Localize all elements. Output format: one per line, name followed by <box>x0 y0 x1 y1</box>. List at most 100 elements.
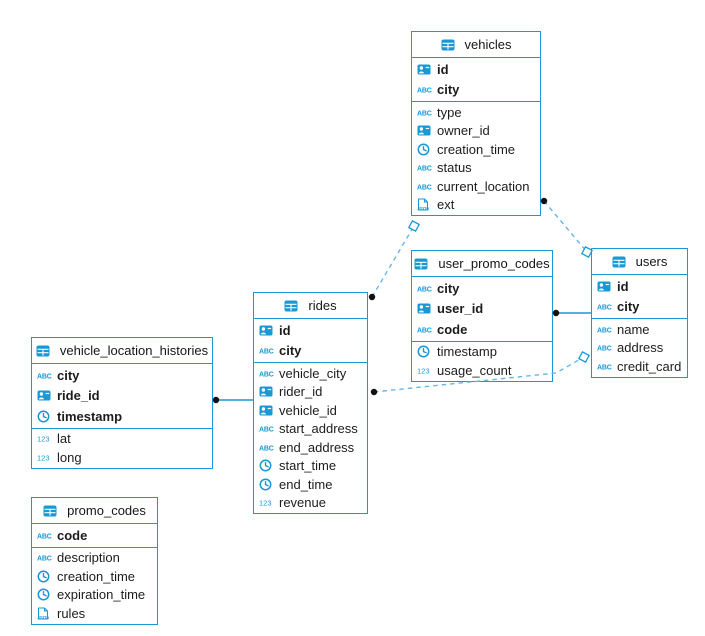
column-row-end_address: ABC end_address <box>254 438 367 457</box>
column-row-creation_time: creation_time <box>32 567 157 586</box>
column-name: creation_time <box>437 141 516 157</box>
column-name: name <box>617 321 650 337</box>
table-header[interactable]: users <box>592 249 687 275</box>
table-header[interactable]: promo_codes <box>32 498 157 524</box>
svg-text:ABC: ABC <box>597 346 612 353</box>
primary-key-section: ABC code <box>32 524 157 548</box>
column-name: id <box>617 278 629 294</box>
svg-text:ABC: ABC <box>37 373 52 380</box>
column-row-id: id <box>254 320 367 341</box>
id-badge-icon <box>417 125 436 136</box>
text-type-abc-icon: ABC <box>417 85 436 95</box>
svg-text:123: 123 <box>37 435 50 444</box>
text-type-abc-icon: ABC <box>597 343 616 353</box>
table-name: users <box>635 254 668 269</box>
column-name: code <box>57 527 88 543</box>
column-row-city: ABC city <box>32 365 212 386</box>
column-row-expiration_time: expiration_time <box>32 586 157 605</box>
timestamp-clock-icon <box>259 459 278 472</box>
text-type-abc-icon: ABC <box>417 163 436 173</box>
column-name: city <box>57 367 80 383</box>
timestamp-clock-icon <box>417 345 436 358</box>
column-name: long <box>57 449 82 465</box>
column-row-end_time: end_time <box>254 475 367 494</box>
svg-text:ABC: ABC <box>259 445 274 452</box>
table-grid-icon <box>284 300 303 312</box>
column-name: type <box>437 104 462 120</box>
table-header[interactable]: vehicles <box>412 32 540 58</box>
id-badge-icon <box>259 386 278 397</box>
column-row-timestamp: timestamp <box>412 343 552 362</box>
column-name: vehicle_city <box>279 365 347 381</box>
column-name: city <box>617 299 640 315</box>
text-type-abc-icon: ABC <box>37 531 56 540</box>
json-document-icon: JSON <box>417 198 436 211</box>
svg-text:ABC: ABC <box>417 88 432 95</box>
column-row-id: id <box>412 59 540 80</box>
column-name: owner_id <box>437 123 490 139</box>
id-badge-icon <box>259 405 278 416</box>
column-row-owner_id: owner_id <box>412 122 540 141</box>
numeric-type-123-icon: 123 <box>37 453 56 462</box>
column-name: address <box>617 340 664 356</box>
text-type-abc-icon: ABC <box>259 346 278 356</box>
timestamp-clock-icon <box>259 478 278 491</box>
id-badge-icon <box>37 390 56 401</box>
numeric-type-123-icon: 123 <box>37 434 56 444</box>
column-name: timestamp <box>57 408 123 424</box>
svg-text:ABC: ABC <box>259 371 274 378</box>
table-header[interactable]: vehicle_location_histories <box>32 338 212 364</box>
table-header[interactable]: rides <box>254 293 367 319</box>
column-row-rider_id: rider_id <box>254 383 367 402</box>
timestamp-clock-icon <box>37 570 56 583</box>
column-row-start_time: start_time <box>254 457 367 476</box>
column-name: revenue <box>279 495 326 511</box>
column-name: city <box>437 82 460 98</box>
timestamp-clock-icon <box>37 410 56 423</box>
text-type-abc-icon: ABC <box>417 182 436 191</box>
table-name: vehicles <box>464 37 512 52</box>
column-row-vehicle_id: vehicle_id <box>254 401 367 420</box>
table-grid-icon <box>441 39 460 51</box>
column-name: end_address <box>279 439 355 455</box>
table-grid-icon <box>414 258 433 270</box>
table-name: vehicle_location_histories <box>59 343 209 358</box>
svg-text:JSON: JSON <box>417 206 429 211</box>
svg-text:ABC: ABC <box>37 533 52 540</box>
column-name: current_location <box>437 178 530 194</box>
column-name: rules <box>57 605 86 621</box>
table-header[interactable]: user_promo_codes <box>412 251 552 277</box>
column-name: ride_id <box>57 388 100 404</box>
svg-text:ABC: ABC <box>417 110 432 117</box>
column-name: id <box>279 322 291 338</box>
text-type-abc-icon: ABC <box>597 302 616 312</box>
svg-text:123: 123 <box>417 366 430 375</box>
column-name: timestamp <box>437 344 497 360</box>
column-name: rider_id <box>279 384 323 400</box>
column-name: vehicle_id <box>279 402 337 418</box>
column-row-code: ABC code <box>32 525 157 546</box>
